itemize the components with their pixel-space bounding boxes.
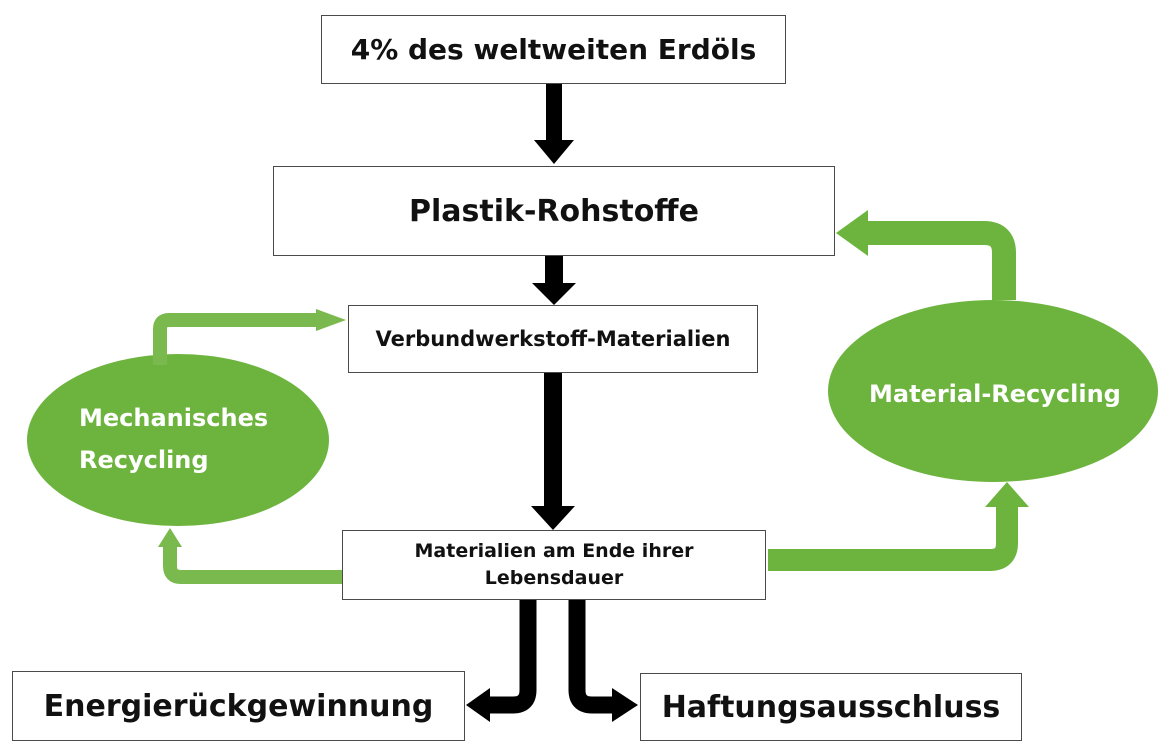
box-composite-materials: Verbundwerkstoff-Materialien	[348, 305, 758, 373]
mechanical-recycling-label: Mechanisches Recycling	[79, 397, 268, 481]
green-arrow-mech-to-composite	[153, 309, 346, 365]
box-energy-recovery: Energierückgewinnung	[12, 671, 465, 741]
green-arrow-end-to-mech	[158, 528, 342, 584]
arrow-composite-to-end	[531, 373, 575, 530]
mechanical-recycling-line1: Mechanisches	[79, 404, 269, 432]
box-disclaimer-label: Haftungsausschluss	[661, 689, 1001, 725]
arrow-erdoel-to-plastic	[534, 84, 574, 164]
green-arrow-material-to-plastic	[836, 210, 1016, 300]
arrow-end-to-disclaimer	[568, 600, 638, 722]
mechanical-recycling-line2: Recycling	[79, 446, 209, 474]
box-end-of-life-line1: Materialien am Ende ihrer	[414, 540, 694, 563]
box-disclaimer: Haftungsausschluss	[640, 673, 1022, 741]
material-recycling-oval	[828, 300, 1158, 482]
box-plastic-raw-materials: Plastik-Rohstoffe	[273, 166, 835, 256]
box-global-oil: 4% des weltweiten Erdöls	[321, 15, 786, 84]
box-energy-recovery-label: Energierückgewinnung	[43, 688, 434, 724]
mechanical-recycling-oval	[27, 354, 329, 526]
green-arrow-end-to-material	[768, 482, 1029, 571]
box-plastic-raw-materials-label: Plastik-Rohstoffe	[409, 193, 699, 229]
box-composite-materials-label: Verbundwerkstoff-Materialien	[375, 327, 731, 351]
arrow-plastic-to-composite	[532, 256, 576, 305]
arrow-end-to-energy	[466, 600, 537, 722]
box-end-of-life-line2: Lebensdauer	[484, 567, 624, 589]
box-global-oil-label: 4% des weltweiten Erdöls	[350, 33, 757, 66]
material-recycling-label: Material-Recycling	[869, 380, 1121, 408]
box-end-of-life: Materialien am Ende ihrer Lebensdauer	[342, 530, 766, 600]
